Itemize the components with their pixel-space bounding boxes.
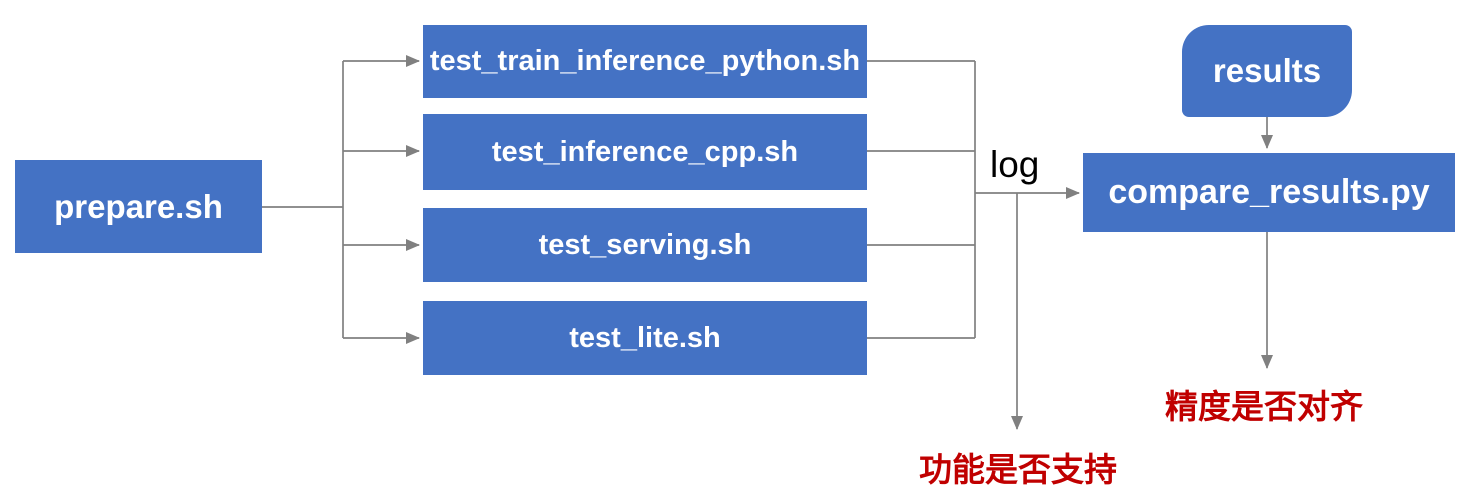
node-results-label: results [1212,52,1322,89]
node-test-lite-sh-label: test_lite.sh [569,321,721,354]
annotation-precision-aligned: 精度是否对齐 [1165,388,1363,425]
node-prepare-sh: prepare.sh [15,160,262,253]
node-results: results [1182,25,1352,117]
annotation-function-supported: 功能是否支持 [919,451,1117,488]
node-test-train-inference-python-sh: test_train_inference_python.sh [423,25,867,98]
node-test-lite-sh: test_lite.sh [423,301,867,375]
node-test-serving-sh: test_serving.sh [423,208,867,282]
node-compare-results-py-label: compare_results.py [1108,173,1430,211]
node-test-inference-cpp-sh: test_inference_cpp.sh [423,114,867,190]
node-compare-results-py: compare_results.py [1083,153,1455,232]
node-test-inference-cpp-sh-label: test_inference_cpp.sh [491,135,799,168]
node-test-train-inference-python-sh-label: test_train_inference_python.sh [429,45,861,77]
edge-label-log: log [990,144,1040,185]
node-prepare-sh-label: prepare.sh [54,187,223,225]
node-test-serving-sh-label: test_serving.sh [538,228,752,261]
connector-group [262,55,1273,430]
